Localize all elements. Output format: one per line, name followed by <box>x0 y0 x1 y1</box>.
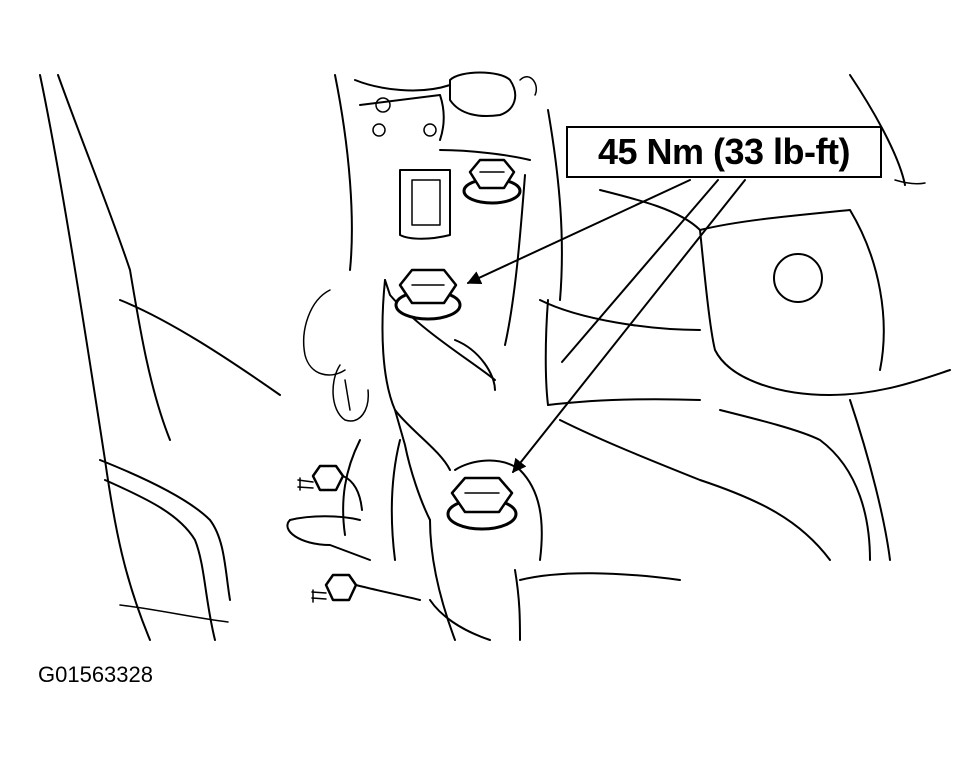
nut-icon <box>286 464 371 561</box>
arrow-icon <box>561 179 719 363</box>
engine-mount-casting <box>303 74 701 641</box>
arrow-icon <box>466 179 691 285</box>
upper-housing <box>354 71 537 240</box>
torque-callout: 45 Nm (33 lb-ft) <box>566 126 882 178</box>
bolt-icon <box>446 476 518 531</box>
bolt-icon <box>462 158 522 205</box>
left-housing-outline <box>39 74 281 641</box>
nut-icon <box>311 573 421 603</box>
arrow-icon <box>512 179 746 474</box>
bolt-icon <box>394 268 462 321</box>
right-housing-outline <box>559 74 951 561</box>
figure-code: G01563328 <box>38 662 153 687</box>
